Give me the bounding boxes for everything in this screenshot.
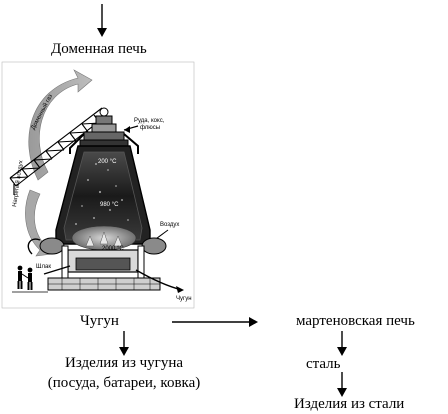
blast-gas-arrow: [28, 69, 93, 181]
blast-furnace-illustration: Доменный газ Нагретый воздух Руда, кокс,…: [1, 61, 195, 309]
arrow-to-steel-products: [337, 372, 347, 397]
pig-iron-out-label: Чугун: [176, 296, 192, 302]
arrow-to-iron-products: [119, 331, 129, 356]
arrow-to-blast-furnace: [97, 4, 107, 37]
slag-label: Шлак: [36, 264, 51, 270]
arrow-to-open-hearth: [172, 317, 258, 327]
air-label: Воздух: [160, 222, 179, 228]
arrow-to-steel: [337, 331, 347, 356]
bustle-pipes: [39, 237, 167, 255]
pig-iron-label: Чугун: [80, 313, 119, 329]
temp-bottom: 2000 °C: [102, 246, 124, 252]
temp-top: 200 °C: [98, 159, 117, 165]
ore-label-2: флюсы: [140, 125, 160, 131]
heated-air-label: Нагретый воздух: [11, 160, 24, 207]
skip-hoist: [9, 107, 107, 187]
iron-products-line2: (посуда, батареи, ковка): [47, 375, 201, 391]
open-hearth-label: мартеновская печь: [296, 313, 415, 329]
temp-mid: 980 °C: [100, 202, 119, 208]
steel-products-label: Изделия из стали: [294, 396, 405, 412]
ore-label-1: Руда, кокс,: [134, 118, 165, 124]
steel-label: сталь: [306, 356, 341, 372]
blast-furnace-title: Доменная печь: [51, 41, 147, 57]
furnace-charge: [63, 151, 143, 241]
iron-products-line1: Изделия из чугуна: [64, 355, 184, 371]
workers: [17, 265, 33, 290]
blast-gas-label: Доменный газ: [30, 93, 55, 131]
